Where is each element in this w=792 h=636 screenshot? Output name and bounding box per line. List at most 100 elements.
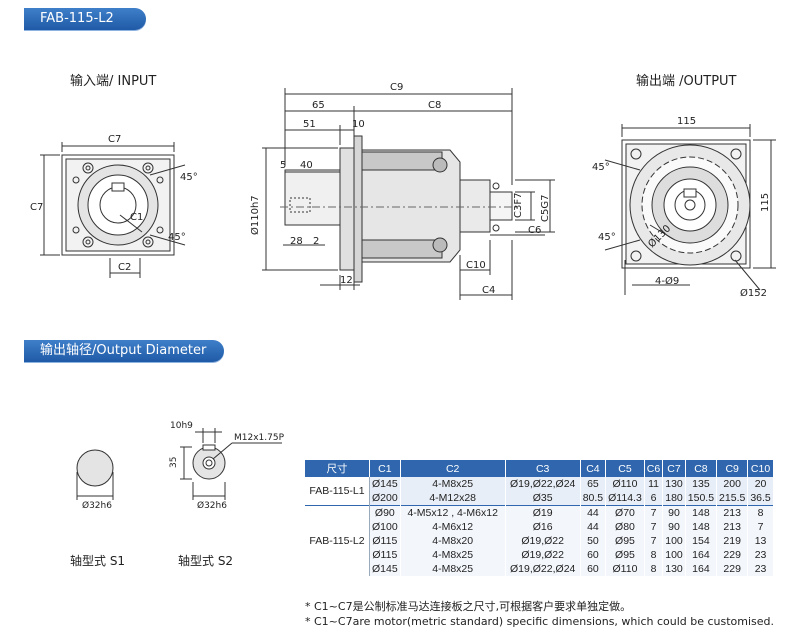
dim-angle-in-1: 45° xyxy=(180,172,198,183)
table-cell: 6 xyxy=(644,491,664,506)
table-cell: 80.5 xyxy=(580,491,607,506)
dim-s1-dia: Ø32h6 xyxy=(82,500,112,511)
table-row: FAB-115-L2 Ø90 4-M5x12 , 4-M6x12 Ø19 44 … xyxy=(305,505,774,576)
table-cell: 4-M5x12 , 4-M6x12 xyxy=(400,505,506,520)
table-cell: 200 xyxy=(716,477,749,491)
dim-angle-in-2: 45° xyxy=(168,232,186,243)
table-cell: 180 xyxy=(662,491,686,506)
table-cell: Ø145 xyxy=(369,562,401,576)
table-cell: 11 xyxy=(644,477,664,491)
dimension-table: 尺寸 C1 C2 C3 C4 C5 C6 C7 C8 C9 C10 FAB-11… xyxy=(305,460,774,576)
header-c6: C6 xyxy=(644,460,664,477)
table-row: FAB-115-L1 Ø145 4-M8x25 Ø19,Ø22,Ø24 65 Ø… xyxy=(305,477,774,506)
note-chinese: * C1~C7是公制标准马达连接板之尺寸,可根据客户要求单独定做。 xyxy=(305,600,632,613)
table-cell: Ø35 xyxy=(505,491,581,506)
dim-10: 10 xyxy=(352,119,365,130)
table-cell: 229 xyxy=(716,562,749,576)
table-cell: Ø90 xyxy=(369,505,401,520)
table-cell: Ø110 xyxy=(605,562,645,576)
dim-115-side: 115 xyxy=(760,193,771,212)
table-cell: Ø145 xyxy=(369,477,401,491)
model-title-badge: FAB-115-L2 xyxy=(24,8,146,30)
table-cell: 213 xyxy=(716,520,749,534)
table-cell: Ø19 xyxy=(505,505,581,520)
dim-angle-out-1: 45° xyxy=(592,162,610,173)
table-cell: Ø115 xyxy=(369,548,401,562)
shaft-s1-label: 轴型式 S1 xyxy=(70,554,126,568)
table-cell: 20 xyxy=(747,477,774,491)
table-cell: Ø16 xyxy=(505,520,581,534)
header-c4: C4 xyxy=(580,460,607,477)
dim-c5: C5G7 xyxy=(540,195,551,222)
table-cell: Ø114.3 xyxy=(605,491,645,506)
model-cell: FAB-115-L1 xyxy=(305,477,370,506)
table-cell: Ø115 xyxy=(369,534,401,548)
header-c7: C7 xyxy=(662,460,686,477)
table-cell: Ø95 xyxy=(605,534,645,548)
table-cell: 8 xyxy=(644,562,664,576)
table-cell: 130 xyxy=(662,477,686,491)
dim-c9: C9 xyxy=(390,82,403,93)
table-cell: 4-M6x12 xyxy=(400,520,506,534)
table-row: Ø200 4-M12x28 Ø35 80.5 Ø114.3 6 180 150.… xyxy=(305,491,774,506)
shaft-s2-label: 轴型式 S2 xyxy=(178,554,234,568)
table-cell: 148 xyxy=(685,505,718,520)
table-cell: 4-M8x25 xyxy=(400,548,506,562)
dim-s2-key: 10h9 xyxy=(170,421,193,431)
dim-2: 2 xyxy=(313,236,319,247)
table-cell: Ø19,Ø22,Ø24 xyxy=(505,477,581,491)
table-cell: 90 xyxy=(662,520,686,534)
note-english: * C1~C7are motor(metric standard) specif… xyxy=(305,615,775,628)
table-cell: 8 xyxy=(747,505,774,520)
dim-c8: C8 xyxy=(428,100,441,111)
dim-s2-thread: M12x1.75P xyxy=(234,433,285,443)
table-cell: 60 xyxy=(580,562,607,576)
header-c9: C9 xyxy=(716,460,749,477)
dim-c3: C3F7 xyxy=(513,193,524,218)
table-cell: 50 xyxy=(580,534,607,548)
table-cell: 150.5 xyxy=(685,491,718,506)
dim-c6: C6 xyxy=(528,225,541,236)
input-end-view xyxy=(40,142,186,278)
dim-c7-side: C7 xyxy=(30,202,43,213)
header-c10: C10 xyxy=(747,460,774,477)
output-end-view xyxy=(604,124,776,295)
table-cell: 23 xyxy=(747,548,774,562)
table-cell: 13 xyxy=(747,534,774,548)
table-cell: 135 xyxy=(685,477,718,491)
header-c2: C2 xyxy=(400,460,506,477)
output-view-label: 输出端 /OUTPUT xyxy=(636,74,737,89)
dim-c1: C1 xyxy=(130,212,143,223)
table-cell: Ø110 xyxy=(605,477,645,491)
dim-115-top: 115 xyxy=(677,116,696,127)
table-cell: 215.5 xyxy=(716,491,749,506)
table-cell: 8 xyxy=(644,548,664,562)
dim-d152: Ø152 xyxy=(740,287,767,299)
table-cell: Ø95 xyxy=(605,548,645,562)
table-row: Ø145 4-M8x25 Ø19,Ø22,Ø24 60 Ø110 8 130 1… xyxy=(305,562,774,576)
side-view xyxy=(262,88,555,300)
header-c5: C5 xyxy=(605,460,645,477)
table-cell: 7 xyxy=(644,505,664,520)
dim-s2-dia: Ø32h6 xyxy=(197,500,227,511)
dim-c10: C10 xyxy=(466,260,486,271)
table-cell: 44 xyxy=(580,520,607,534)
table-cell: 4-M8x25 xyxy=(400,477,506,491)
output-diameter-badge: 输出轴径/Output Diameter xyxy=(24,340,224,362)
dim-d110: Ø110h7 xyxy=(249,195,261,235)
dim-65: 65 xyxy=(312,100,325,111)
table-cell: Ø100 xyxy=(369,520,401,534)
table-cell: 148 xyxy=(685,520,718,534)
table-cell: 229 xyxy=(716,548,749,562)
dim-40: 40 xyxy=(300,160,313,171)
table-cell: 100 xyxy=(662,534,686,548)
shaft-s2-view xyxy=(180,428,282,500)
shaft-s1-view xyxy=(76,449,114,500)
table-cell: Ø70 xyxy=(605,505,645,520)
table-row: Ø115 4-M8x20 Ø19,Ø22 50 Ø95 7 100 154 21… xyxy=(305,534,774,548)
table-header-row: 尺寸 C1 C2 C3 C4 C5 C6 C7 C8 C9 C10 xyxy=(305,460,774,477)
dim-12: 12 xyxy=(340,275,353,286)
table-cell: 130 xyxy=(662,562,686,576)
dim-28: 28 xyxy=(290,236,303,247)
